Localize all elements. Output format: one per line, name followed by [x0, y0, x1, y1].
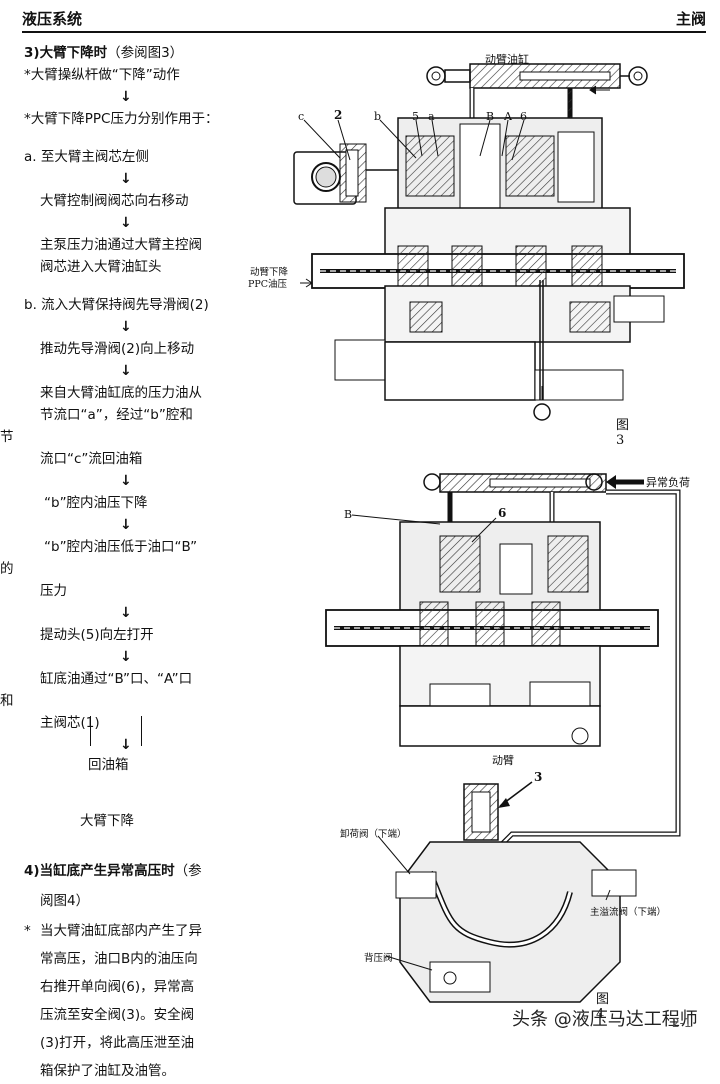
s3-arrow-29: ↓	[120, 737, 132, 753]
s4-line-4: 右推开单向阀(6)，异常高	[40, 979, 195, 995]
s3-line-5: 大臂控制阀阀芯向右移动	[40, 193, 189, 209]
s3-line-15: 节	[0, 429, 14, 445]
s4-line-2: 当大臂油缸底部内产生了异	[40, 923, 202, 939]
section4-title: 4)当缸底产生异常高压时	[24, 863, 175, 879]
label-B-4: B	[344, 508, 353, 521]
label-main-relief: 主溢流阀（下端）	[590, 907, 667, 918]
figure-3-diagram	[293, 63, 685, 421]
watermark: 头条 @液压马达工程师	[512, 1009, 698, 1030]
s3-line-2: *大臂下降PPC压力分别作用于：	[24, 111, 219, 127]
s3-line-22: 压力	[40, 583, 67, 599]
s3-line-3: a. 至大臂主阀芯左侧	[24, 149, 149, 165]
s4-line-6: (3)打开，将此高压泄至油	[40, 1035, 195, 1051]
s3-arrow-23: ↓	[120, 605, 132, 621]
s3-arrow-17: ↓	[120, 473, 132, 489]
s3-line-26: 缸底油通过“B”口、“A”口	[40, 671, 193, 687]
label-A: A	[504, 110, 512, 123]
s3-arrow-25: ↓	[120, 649, 132, 665]
s3-arrow-12: ↓	[120, 363, 132, 379]
s3-line-0: *大臂操纵杆做“下降”动作	[24, 67, 180, 83]
label-unload-valve: 卸荷阀（下端）	[340, 829, 407, 840]
label-5: 5	[412, 110, 419, 123]
s3-line-9: b. 流入大臂保持阀先导滑阀(2)	[24, 297, 209, 313]
header-rule	[22, 31, 706, 33]
s3-arrow-1: ↓	[120, 89, 132, 105]
s4-line-5: 压流至安全阀(3)。安全阀	[40, 1007, 195, 1023]
label-ppc-1: 动臂下降	[250, 267, 289, 278]
s3-line-16: 流口“c”流回油箱	[40, 451, 143, 467]
s4-bullet: *	[24, 923, 31, 939]
header-topic: 主阀	[675, 10, 706, 28]
label-6-4: 6	[498, 506, 507, 520]
s3-arrow-19: ↓	[120, 517, 132, 533]
s3-line-11: 推动先导滑阀(2)向上移动	[40, 341, 195, 357]
label-ppc-2: PPC油压	[248, 279, 288, 290]
section3-ref: （参阅图3）	[107, 45, 184, 61]
s3-line-8: 阀芯进入大臂油缸头	[40, 259, 162, 275]
main-valve-body	[311, 117, 685, 421]
s3-line-28: 主阀芯(1)	[40, 715, 100, 731]
figure-3-caption: 图3	[616, 418, 630, 448]
s3-line-7: 主泵压力油通过大臂主控阀	[40, 237, 202, 253]
page-header: 液压系统 主阀	[22, 8, 706, 30]
boom-cylinder	[426, 63, 648, 95]
section4-heading: 4)当缸底产生异常高压时（参	[24, 860, 202, 884]
s3-line-13: 来自大臂油缸底的压力油从	[40, 385, 202, 401]
relief-valve-block	[395, 783, 637, 1003]
label-2: 2	[334, 108, 343, 122]
label-boom: 动臂	[492, 754, 514, 767]
figure-4-caption: 图4	[596, 992, 610, 1022]
label-back-pressure: 背压阀	[364, 953, 393, 964]
label-b: b	[374, 110, 382, 123]
s3-line-14: 节流口“a”，经过“b”腔和	[40, 407, 193, 423]
s3-arrow-6: ↓	[120, 215, 132, 231]
label-a: a	[428, 110, 435, 123]
label-B: B	[486, 110, 495, 123]
s3-line-18: “b”腔内油压下降	[44, 495, 148, 511]
s3-line-21: 的	[0, 561, 14, 577]
s3-line-27: 和	[0, 693, 14, 709]
s4-line-7: 箱保护了油缸及油管。	[40, 1063, 175, 1079]
s4-line-3: 常高压，油口B内的油压向	[40, 951, 198, 967]
s3-arrow-10: ↓	[120, 319, 132, 335]
s3-line-20: “b”腔内油压低于油口“B”	[44, 539, 198, 555]
header-section-title: 液压系统	[22, 10, 83, 28]
label-3: 3	[534, 770, 543, 784]
page-number: 2-1	[672, 1016, 692, 1030]
label-abnormal-load: 异常负荷	[646, 476, 690, 489]
s3-line-30: 回油箱	[88, 757, 129, 773]
figure-4-diagram	[325, 473, 681, 1003]
section3-title: 3)大臂下降时	[24, 45, 108, 61]
pilot-valve	[293, 143, 440, 205]
label-c: c	[298, 110, 305, 123]
section4-ref: （参	[174, 863, 202, 879]
section3-heading: 3)大臂下降时（参阅图3）	[24, 42, 183, 66]
label-boom-cylinder: 动臂油缸	[485, 53, 529, 66]
s3-line-31: 大臂下降	[80, 813, 134, 829]
s4-line-0: 阅图4）	[40, 893, 90, 909]
main-valve-body-4	[325, 521, 659, 747]
s3-line-24: 提动头(5)向左打开	[40, 627, 154, 643]
bracket-mark	[90, 716, 142, 746]
label-6: 6	[520, 110, 527, 123]
boom-cylinder-4	[423, 473, 644, 493]
s3-arrow-4: ↓	[120, 171, 132, 187]
